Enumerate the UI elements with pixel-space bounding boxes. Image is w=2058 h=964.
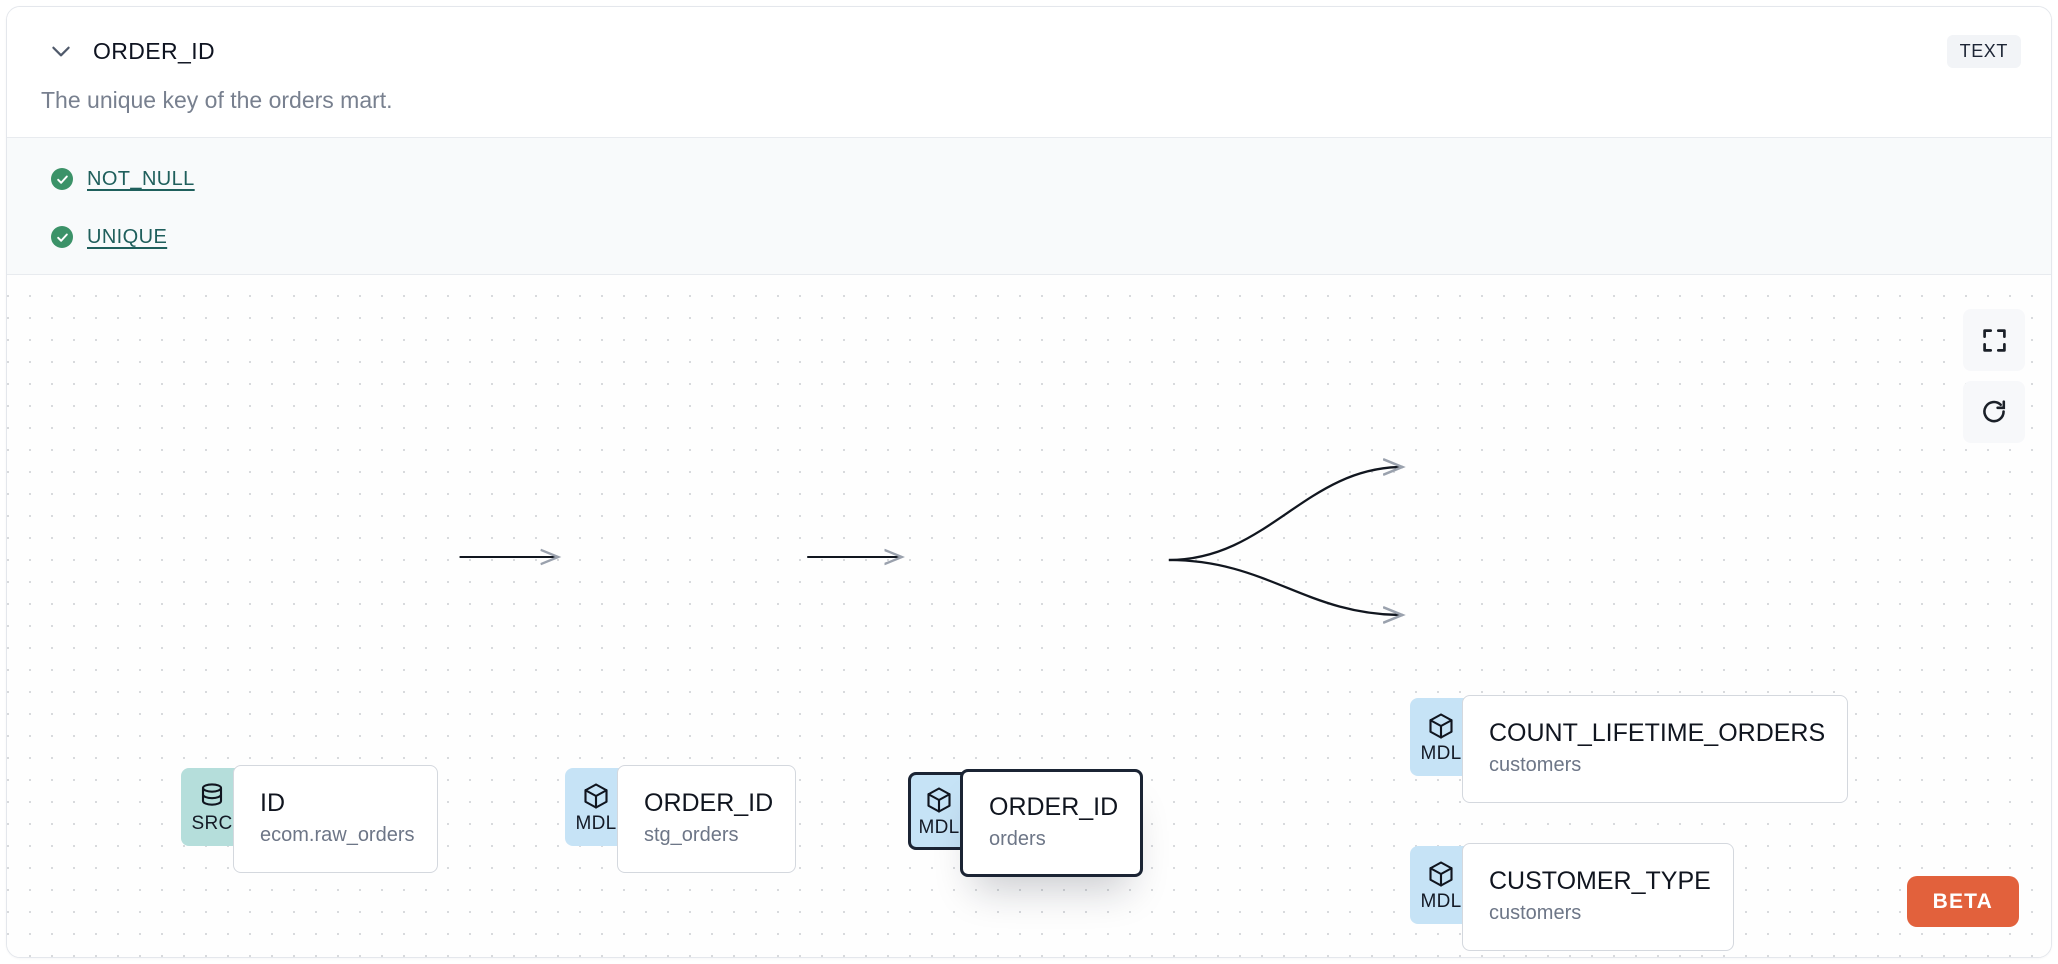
check-circle-icon: [51, 226, 73, 248]
node-badge-label: MDL: [1420, 743, 1462, 764]
lineage-node-src-id[interactable]: SRC ID ecom.raw_orders: [181, 765, 438, 873]
edge-orders-to-customer-type: [1168, 558, 1403, 615]
page-title: ORDER_ID: [93, 37, 216, 64]
cube-icon: [1429, 861, 1453, 887]
canvas-controls: [1963, 309, 2025, 443]
node-type-badge-mdl: MDL: [1410, 846, 1472, 924]
data-type-badge: TEXT: [1946, 35, 2021, 68]
node-type-badge-src: SRC: [181, 768, 243, 846]
node-badge-label: SRC: [191, 813, 233, 834]
check-circle-icon: [51, 168, 73, 190]
node-body: CUSTOMER_TYPE customers: [1462, 843, 1734, 951]
fit-view-button[interactable]: [1963, 309, 2025, 371]
chevron-down-icon[interactable]: [39, 31, 83, 71]
node-body: ID ecom.raw_orders: [233, 765, 438, 873]
test-link-unique[interactable]: UNIQUE: [87, 225, 168, 248]
node-table-name: stg_orders: [644, 823, 739, 846]
test-row: UNIQUE: [51, 218, 2051, 256]
card-header: ORDER_ID TEXT The unique key of the orde…: [7, 7, 2051, 137]
node-column-name: ORDER_ID: [644, 789, 774, 818]
column-detail-card: ORDER_ID TEXT The unique key of the orde…: [6, 6, 2052, 958]
node-body: COUNT_LIFETIME_ORDERS customers: [1462, 695, 1849, 803]
node-type-badge-mdl: MDL: [565, 768, 627, 846]
test-link-not-null[interactable]: NOT_NULL: [87, 167, 195, 190]
database-icon: [201, 783, 223, 806]
lineage-canvas[interactable]: SRC ID ecom.raw_orders MDL: [7, 275, 2051, 957]
header-row: ORDER_ID: [7, 31, 2051, 71]
node-column-name: COUNT_LIFETIME_ORDERS: [1489, 719, 1826, 748]
node-badge-label: MDL: [918, 817, 960, 838]
node-table-name: customers: [1489, 901, 1582, 924]
node-type-badge-mdl: MDL: [1410, 698, 1472, 776]
cube-icon: [927, 787, 951, 813]
node-body: ORDER_ID stg_orders: [617, 765, 797, 873]
edge-orders-to-count: [1168, 467, 1403, 562]
node-table-name: customers: [1489, 753, 1582, 776]
lineage-node-customer-type[interactable]: MDL CUSTOMER_TYPE customers: [1410, 843, 1734, 951]
node-body: ORDER_ID orders: [960, 769, 1144, 877]
node-column-name: CUSTOMER_TYPE: [1489, 867, 1711, 896]
reset-button[interactable]: [1963, 381, 2025, 443]
refresh-icon: [1983, 400, 2006, 423]
node-column-name: ID: [260, 789, 285, 818]
lineage-node-count-lifetime-orders[interactable]: MDL COUNT_LIFETIME_ORDERS customers: [1410, 695, 1849, 803]
node-table-name: orders: [989, 827, 1046, 850]
lineage-node-stg-orders[interactable]: MDL ORDER_ID stg_orders: [565, 765, 797, 873]
beta-badge[interactable]: BETA: [1906, 876, 2019, 927]
cube-icon: [584, 783, 608, 809]
node-badge-label: MDL: [1420, 891, 1462, 912]
test-row: NOT_NULL: [51, 160, 2051, 198]
node-table-name: ecom.raw_orders: [260, 823, 415, 846]
column-description: The unique key of the orders mart.: [41, 87, 393, 113]
cube-icon: [1429, 713, 1453, 739]
lineage-node-orders-selected[interactable]: MDL ORDER_ID orders: [908, 769, 1144, 877]
fit-screen-icon: [1982, 328, 2006, 352]
node-column-name: ORDER_ID: [989, 793, 1119, 822]
tests-section: NOT_NULL UNIQUE: [7, 137, 2051, 275]
node-badge-label: MDL: [575, 813, 617, 834]
